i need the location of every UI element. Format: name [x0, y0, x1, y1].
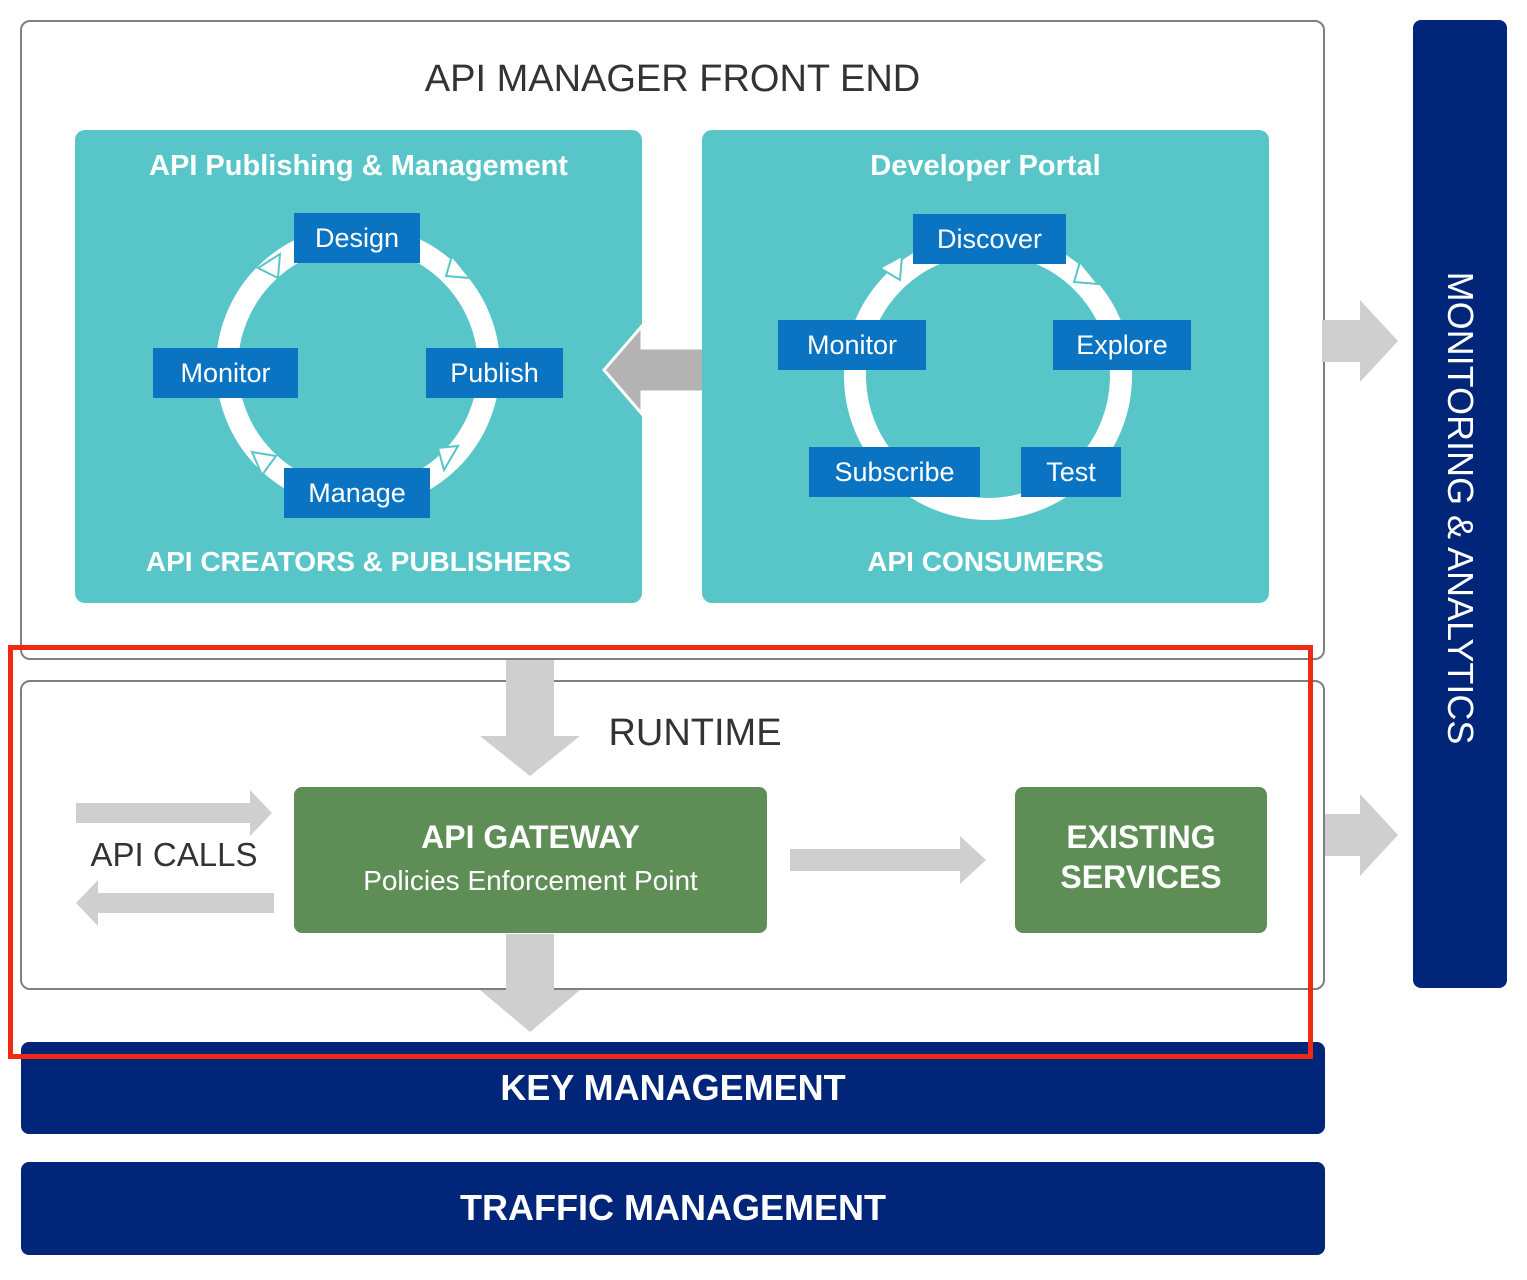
step-subscribe: Subscribe — [809, 447, 980, 497]
cycle-arrow-icon — [1072, 259, 1101, 286]
publishing-title: API Publishing & Management — [149, 150, 568, 182]
monitoring-analytics-label: MONITORING & ANALYTICS — [1440, 271, 1481, 745]
arrow-down-icon — [480, 934, 580, 1032]
arrow-right-small-icon — [76, 790, 272, 836]
api-gateway-box: API GATEWAY Policies Enforcement Point — [294, 787, 767, 933]
cycle-arrow-icon — [436, 444, 460, 473]
arrow-right-icon — [1322, 794, 1398, 876]
api-calls-label: API CALLS — [90, 836, 258, 873]
step-monitor-publishing: Monitor — [153, 348, 298, 398]
arrow-right-icon — [790, 836, 986, 884]
step-publish: Publish — [426, 348, 563, 398]
monitoring-analytics-bar: MONITORING & ANALYTICS — [1413, 20, 1507, 988]
publishing-footer: API CREATORS & PUBLISHERS — [145, 546, 572, 577]
existing-services-line2: SERVICES — [1060, 859, 1222, 895]
front-end-title: API MANAGER FRONT END — [424, 58, 921, 100]
portal-footer: API CONSUMERS — [867, 546, 1104, 577]
existing-services-box: EXISTING SERVICES — [1015, 787, 1267, 933]
step-explore: Explore — [1053, 320, 1191, 370]
runtime-title: RUNTIME — [608, 712, 782, 754]
arrow-down-icon — [480, 660, 580, 776]
step-discover: Discover — [913, 214, 1066, 264]
highlight-box — [8, 645, 1313, 1059]
existing-services-line1: EXISTING — [1066, 819, 1216, 855]
step-design: Design — [294, 213, 420, 263]
cycle-arrow-icon — [877, 254, 904, 282]
api-gateway-title: API GATEWAY — [421, 819, 640, 855]
cycle-arrow-icon — [250, 450, 278, 477]
cycle-arrow-icon — [255, 252, 282, 280]
arrow-left-small-icon — [76, 880, 274, 926]
key-management-label: KEY MANAGEMENT — [500, 1067, 846, 1108]
step-manage: Manage — [284, 468, 430, 518]
step-test: Test — [1021, 447, 1121, 497]
portal-title: Developer Portal — [870, 150, 1101, 182]
cycle-arrow-icon — [444, 253, 473, 280]
step-monitor-portal: Monitor — [778, 320, 926, 370]
api-gateway-subtitle: Policies Enforcement Point — [363, 865, 698, 896]
traffic-management-label: TRAFFIC MANAGEMENT — [460, 1187, 886, 1228]
arrow-right-icon — [1322, 300, 1398, 382]
traffic-management-bar: TRAFFIC MANAGEMENT — [21, 1162, 1325, 1255]
